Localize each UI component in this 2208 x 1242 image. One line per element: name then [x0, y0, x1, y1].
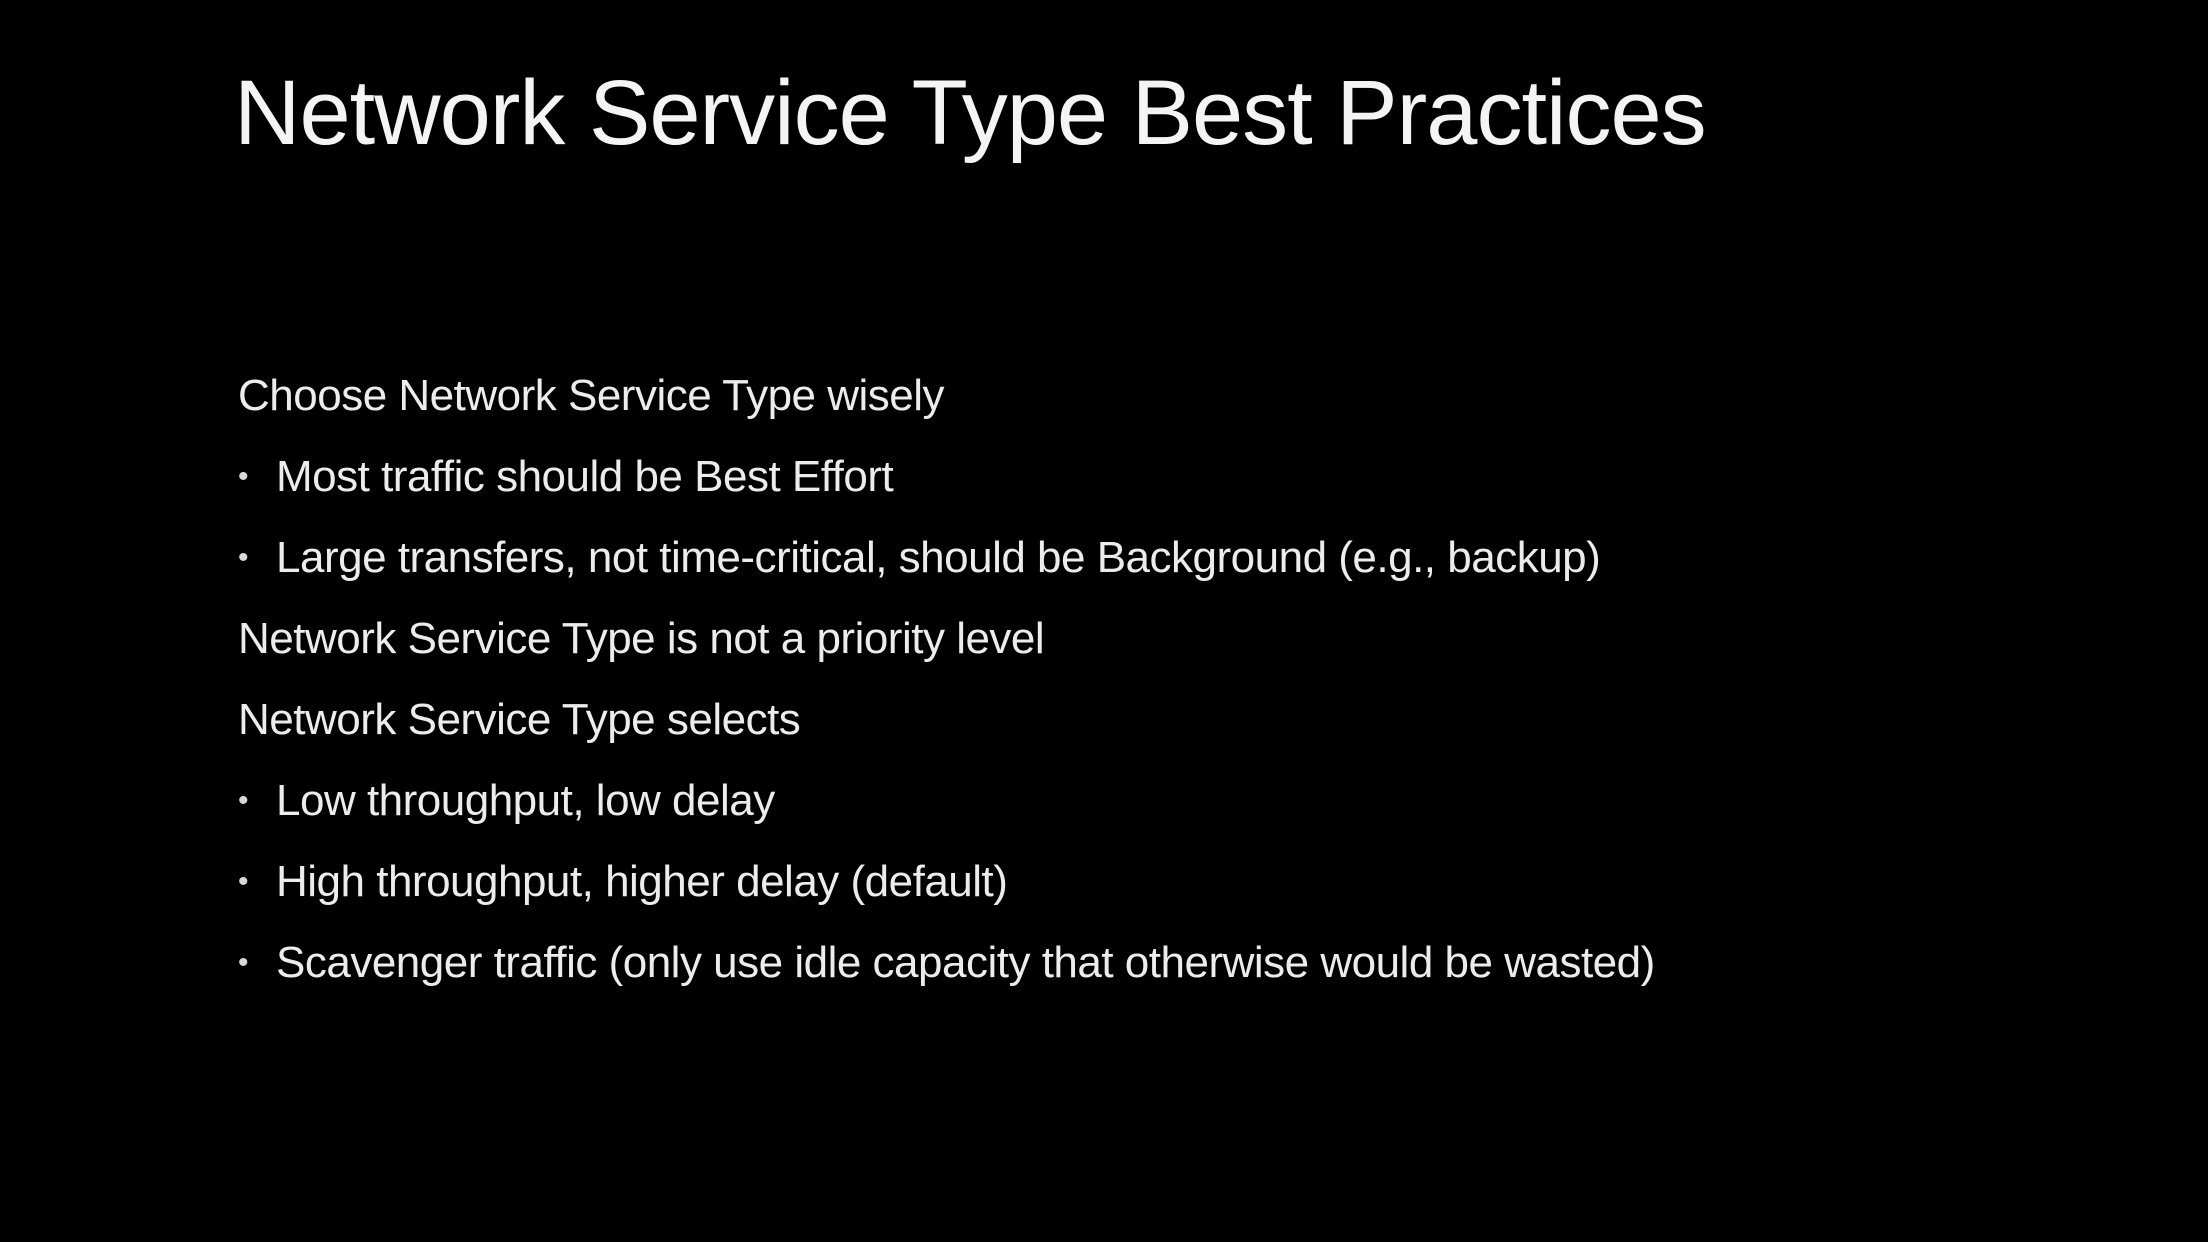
list-item-text: Large transfers, not time-critical, shou…: [276, 532, 1601, 582]
list-item: Choose Network Service Type wisely: [238, 355, 2138, 436]
list-item-text: Network Service Type is not a priority l…: [238, 613, 1045, 663]
list-item-text: Network Service Type selects: [238, 694, 801, 744]
list-item-text: Low throughput, low delay: [276, 775, 775, 825]
list-item-text: Choose Network Service Type wisely: [238, 370, 945, 420]
bullet-icon: •: [238, 783, 249, 817]
list-item: Network Service Type is not a priority l…: [238, 598, 2138, 679]
list-item-text: Scavenger traffic (only use idle capacit…: [276, 937, 1655, 987]
bullet-icon: •: [238, 945, 249, 979]
list-item: Network Service Type selects: [238, 679, 2138, 760]
slide-title: Network Service Type Best Practices: [234, 62, 1707, 164]
list-item-bulleted: • Large transfers, not time-critical, sh…: [238, 517, 2138, 598]
list-item-bulleted: • Low throughput, low delay: [238, 760, 2138, 841]
bullet-icon: •: [238, 864, 249, 898]
list-item-text: High throughput, higher delay (default): [276, 856, 1008, 906]
list-item-bulleted: • High throughput, higher delay (default…: [238, 841, 2138, 922]
list-item-bulleted: • Scavenger traffic (only use idle capac…: [238, 922, 2138, 1003]
list-item-text: Most traffic should be Best Effort: [276, 451, 894, 501]
bullet-icon: •: [238, 459, 249, 493]
bullet-icon: •: [238, 540, 249, 574]
slide-body-list: Choose Network Service Type wisely • Mos…: [238, 355, 2138, 1003]
list-item-bulleted: • Most traffic should be Best Effort: [238, 436, 2138, 517]
